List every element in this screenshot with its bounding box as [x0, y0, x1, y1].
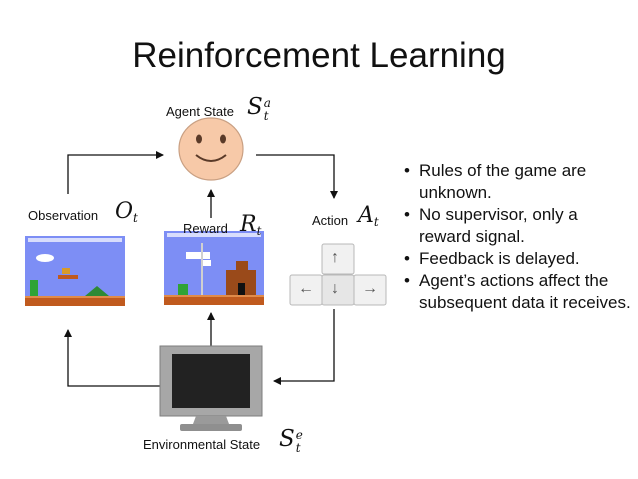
reward-game-screenshot	[164, 231, 264, 305]
arrow-keys-icon	[289, 243, 387, 306]
bullet-list: Rules of the game are unknown. No superv…	[402, 160, 632, 314]
left-arrow-icon: ←	[298, 280, 314, 297]
reward-label: Reward	[183, 221, 228, 236]
bullet-item: No supervisor, only a reward signal.	[402, 204, 632, 248]
up-arrow-icon: ↑	[331, 249, 339, 266]
observation-symbol: Ot	[115, 199, 138, 225]
action-label: Action	[312, 213, 349, 228]
slide-title: Reinforcement Learning	[132, 36, 506, 75]
right-arrow-icon: →	[362, 280, 378, 297]
down-arrow-icon: ↓	[331, 280, 339, 297]
observation-to-agent-arrow	[67, 151, 164, 194]
action-symbol: At	[358, 203, 379, 229]
agent-state-label: Agent State	[166, 104, 234, 119]
observation-label: Observation	[28, 208, 99, 223]
smiley-face-icon	[178, 117, 244, 181]
reward-symbol: Rt	[240, 212, 262, 238]
bullet-item: Rules of the game are unknown.	[402, 160, 632, 204]
environment-to-observation-arrow	[64, 329, 160, 387]
action-to-environment-arrow	[273, 309, 335, 385]
bullet-item: Agent’s actions affect the subsequent da…	[402, 270, 632, 314]
agent-to-action-arrow	[256, 154, 338, 199]
environmental-state-label: Environmental State	[143, 437, 261, 452]
observation-game-screenshot	[25, 236, 125, 306]
monitor-icon	[159, 345, 263, 431]
bullet-item: Feedback is delayed.	[402, 248, 632, 270]
